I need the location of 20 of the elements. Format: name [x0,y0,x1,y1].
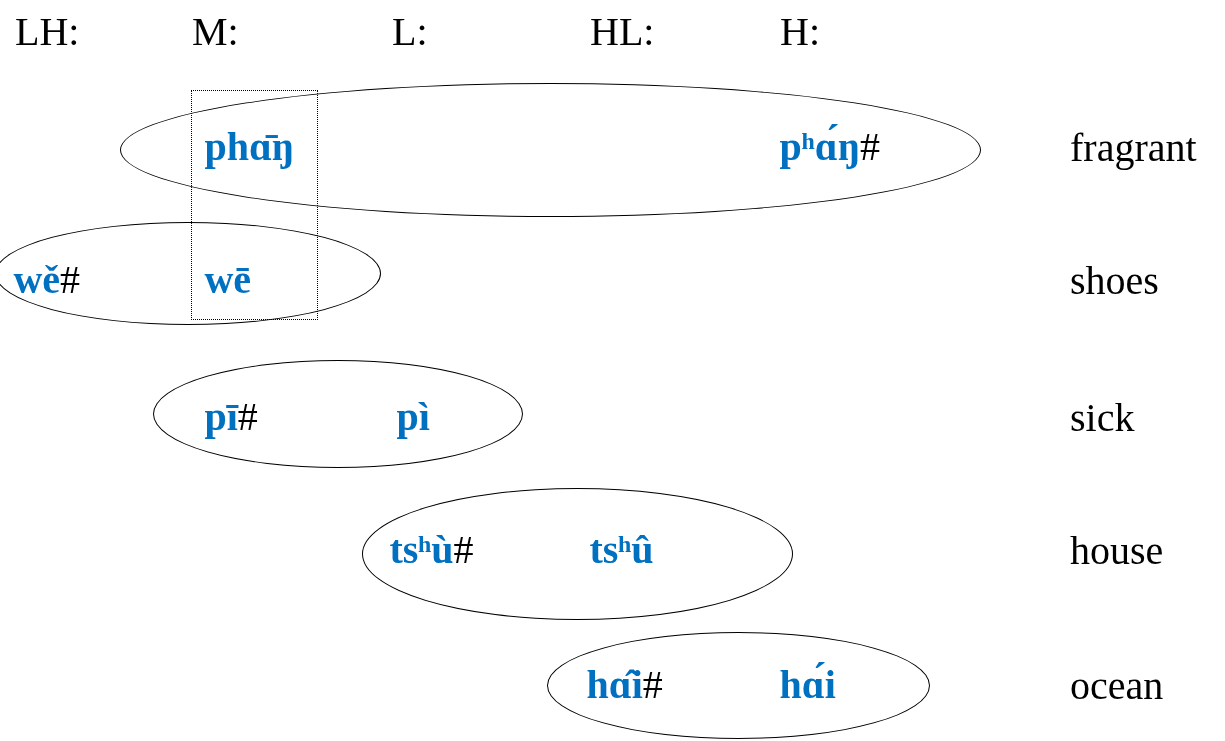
ipa-form: pì [396,393,430,442]
column-header: M: [192,8,239,56]
gloss-text: house [1070,527,1164,575]
ipa-form: tsʰû [589,526,654,575]
ipa-form: hɑ́i [779,661,836,710]
ipa-form: wē [204,256,252,305]
ipa-form: tsʰù# [389,526,474,575]
ipa-form: wě# [13,256,81,305]
gloss-text: sick [1070,394,1135,442]
ipa-form: pī# [204,393,258,442]
ipa-form: hɑ̂i# [586,661,663,710]
gloss-text: shoes [1070,257,1159,305]
gloss-text: fragrant [1070,124,1197,172]
gloss-text: ocean [1070,662,1164,710]
ipa-form: pʰɑ́ŋ# [779,123,880,172]
column-header: LH: [15,8,80,56]
ipa-form: phɑ̄ŋ [204,123,295,172]
column-header: H: [780,8,820,56]
column-header: HL: [590,8,655,56]
column-header: L: [392,8,428,56]
